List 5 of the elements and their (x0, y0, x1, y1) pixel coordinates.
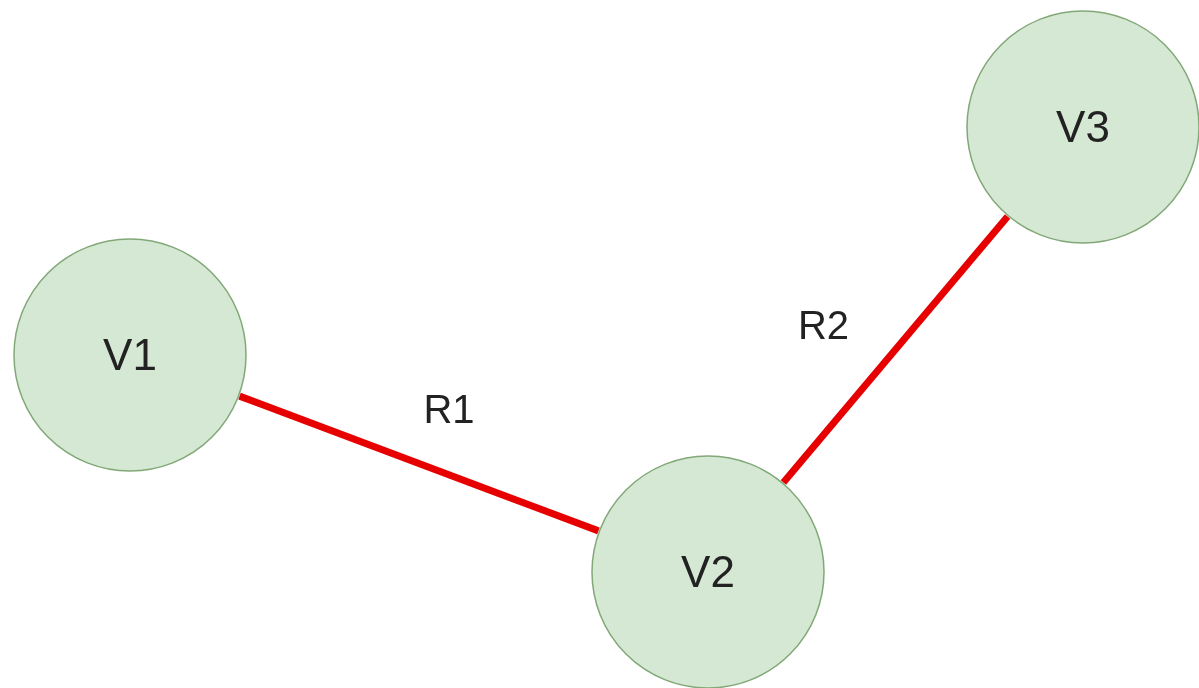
edge-line (780, 214, 1011, 485)
edge-line (238, 392, 600, 535)
vertex-label: V2 (681, 547, 735, 597)
vertex-label: V3 (1056, 102, 1110, 152)
vertex-label: V1 (103, 330, 157, 380)
